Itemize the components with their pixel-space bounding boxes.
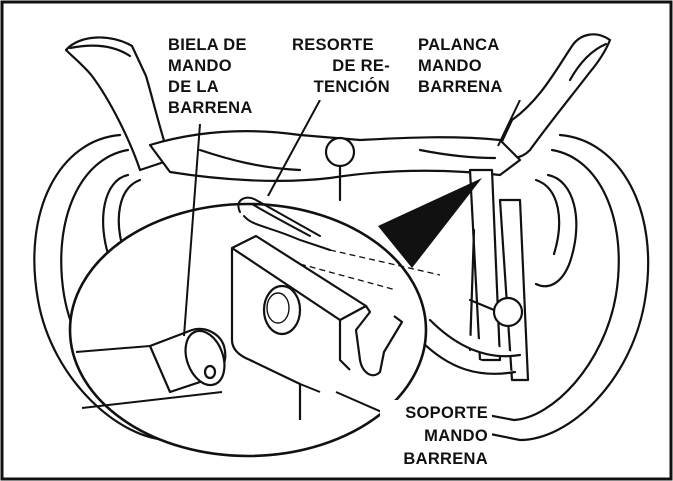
label-biela-line4: BARRENA	[168, 99, 253, 117]
label-palanca-line3: BARRENA	[418, 78, 503, 96]
label-resorte: RESORTE DE RE- TENCIÓN	[292, 36, 390, 96]
label-bg-soporte	[380, 400, 492, 472]
label-soporte-line2: MANDO	[424, 427, 488, 445]
label-biela-line1: BIELA DE	[168, 36, 247, 54]
label-soporte-line1: SOPORTE	[405, 404, 488, 422]
label-bg-palanca	[414, 32, 526, 100]
label-resorte-line3: TENCIÓN	[314, 77, 390, 96]
zoom-pointer-wedge	[378, 178, 482, 268]
label-biela-line2: MANDO	[168, 57, 232, 75]
label-soporte-line3: BARRENA	[403, 450, 488, 468]
label-bg-resorte	[290, 32, 394, 100]
label-soporte: SOPORTE MANDO BARRENA	[403, 404, 488, 468]
label-biela: BIELA DE MANDO DE LA BARRENA	[168, 36, 253, 117]
label-bg-biela	[164, 32, 276, 124]
leader-soporte	[335, 391, 385, 414]
leader-lines	[183, 99, 521, 414]
label-palanca: PALANCA MANDO BARRENA	[418, 36, 503, 96]
label-biela-line3: DE LA	[168, 78, 219, 96]
label-palanca-line1: PALANCA	[418, 36, 500, 54]
leader-resorte	[267, 99, 321, 197]
label-resorte-line2: DE RE-	[332, 57, 390, 75]
label-resorte-line1: RESORTE	[292, 36, 374, 54]
label-palanca-line2: MANDO	[418, 57, 482, 75]
leader-palanca	[497, 99, 521, 147]
leader-biela	[183, 123, 201, 337]
